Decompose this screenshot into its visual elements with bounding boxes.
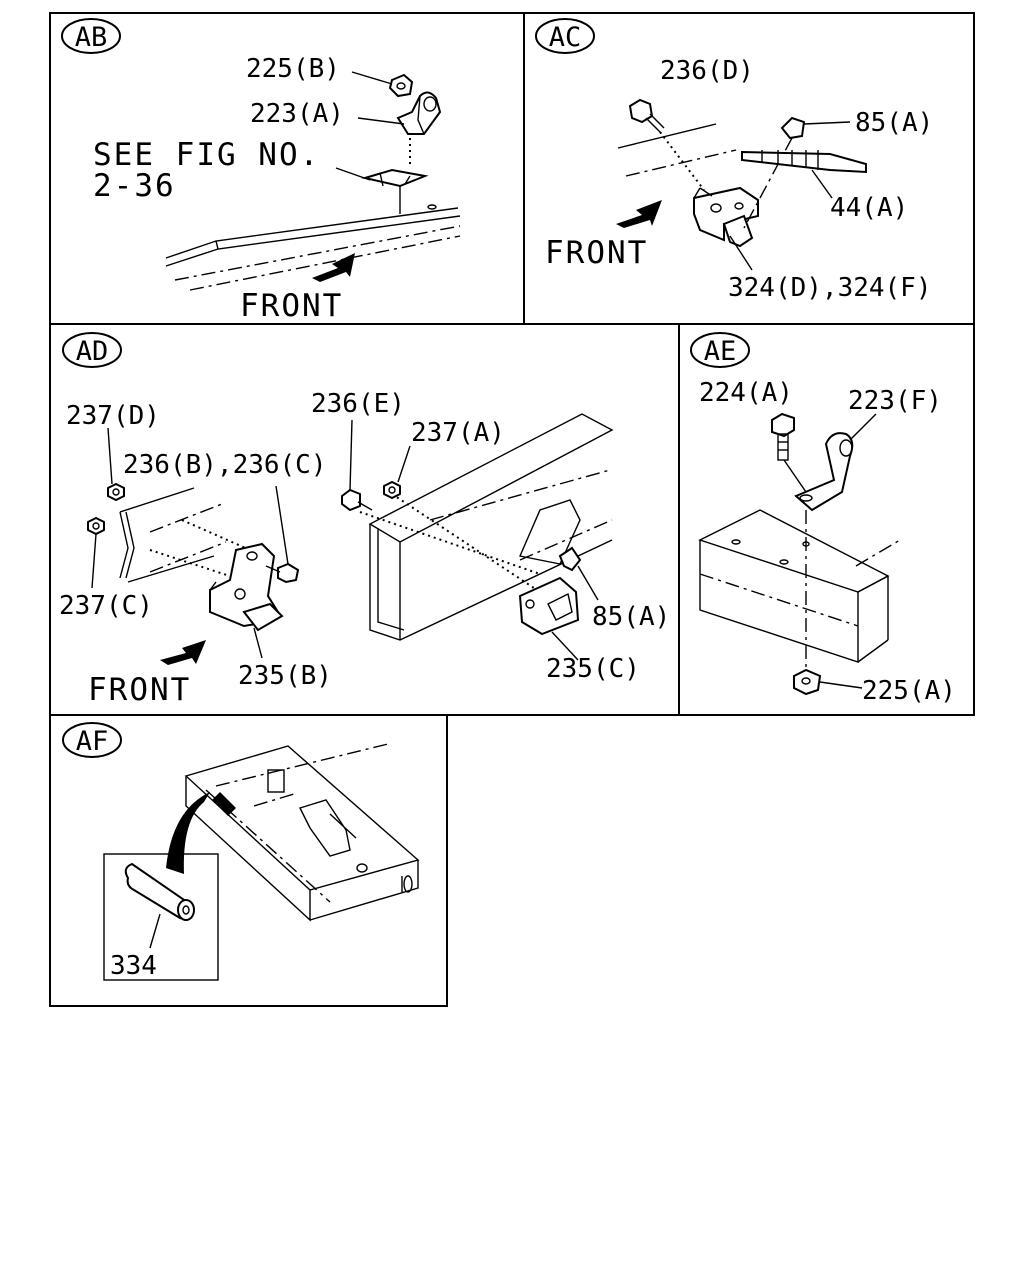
svg-text:AC: AC (549, 22, 582, 53)
ad-bracket-235c (518, 576, 580, 636)
callout-334[interactable]: 334 (110, 951, 157, 981)
callout-235c[interactable]: 235(C) (546, 654, 640, 684)
ab-clamp (396, 91, 442, 135)
svg-text:AF: AF (76, 726, 109, 757)
panel-ab: AB (61, 18, 461, 324)
ae-nut-225a (793, 668, 822, 696)
panel-badge-ad[interactable]: AD (62, 332, 122, 368)
front-arrow-icon (616, 200, 662, 228)
callout-225b[interactable]: 225(B) (246, 54, 340, 84)
panel-af: AF 334 (62, 722, 420, 981)
svg-text:AD: AD (76, 336, 109, 367)
ac-clip (743, 116, 806, 229)
callout-arrow-icon (166, 792, 210, 874)
ae-bracket-223f (794, 432, 854, 512)
callout-324[interactable]: 324(D),324(F) (728, 273, 932, 303)
svg-text:AB: AB (75, 22, 108, 53)
front-arrow-icon (160, 640, 206, 665)
ac-bolt (628, 98, 705, 191)
see-fig-number: 2-36 (93, 168, 176, 204)
panel-badge-ac[interactable]: AC (535, 18, 595, 54)
ac-bracket (693, 186, 759, 248)
ad-nut-237d (107, 482, 125, 502)
front-arrow-icon (312, 253, 355, 282)
ad-bolt-236e (341, 488, 373, 512)
callout-85a[interactable]: 85(A) (855, 108, 933, 138)
panel-ae: AE (690, 332, 956, 706)
ad-nut-237c (87, 516, 105, 536)
ad-nut-237a (383, 480, 401, 500)
panel-badge-ae[interactable]: AE (690, 332, 750, 368)
ad-bracket-235b (209, 542, 284, 632)
ac-cable (741, 150, 867, 174)
ad-clip-85a (558, 546, 582, 572)
callout-223f[interactable]: 223(F) (848, 386, 942, 416)
callout-236d[interactable]: 236(D) (660, 56, 754, 86)
callout-237a[interactable]: 237(A) (411, 418, 505, 448)
af-detail-box (103, 853, 219, 981)
callout-225a[interactable]: 225(A) (862, 676, 956, 706)
callout-224a[interactable]: 224(A) (699, 378, 793, 408)
callout-236bc[interactable]: 236(B),236(C) (123, 450, 327, 480)
front-label: FRONT (240, 288, 343, 324)
callout-237d[interactable]: 237(D) (66, 401, 160, 431)
svg-text:AE: AE (704, 336, 737, 367)
panel-badge-af[interactable]: AF (62, 722, 122, 758)
ab-nut (388, 73, 414, 98)
front-label: FRONT (88, 672, 191, 708)
callout-236e[interactable]: 236(E) (311, 389, 405, 419)
ae-frame (698, 509, 901, 663)
panel-frames (49, 12, 975, 1007)
ae-bolt-224a (771, 412, 807, 493)
panel-badge-ab[interactable]: AB (61, 18, 121, 54)
callout-235b[interactable]: 235(B) (238, 661, 332, 691)
front-label: FRONT (545, 235, 648, 271)
callout-85a[interactable]: 85(A) (592, 602, 670, 632)
callout-44a[interactable]: 44(A) (830, 193, 908, 223)
ab-frame-rail (165, 204, 461, 291)
see-fig-text: SEE FIG NO. (93, 137, 320, 173)
panel-ac: AC (535, 18, 933, 303)
ad-left-frame (119, 487, 251, 583)
panel-ad: AD (59, 332, 670, 708)
ad-right-frame (359, 413, 614, 641)
callout-223a[interactable]: 223(A) (250, 99, 344, 129)
af-frame (184, 743, 420, 922)
callout-237c[interactable]: 237(C) (59, 591, 153, 621)
